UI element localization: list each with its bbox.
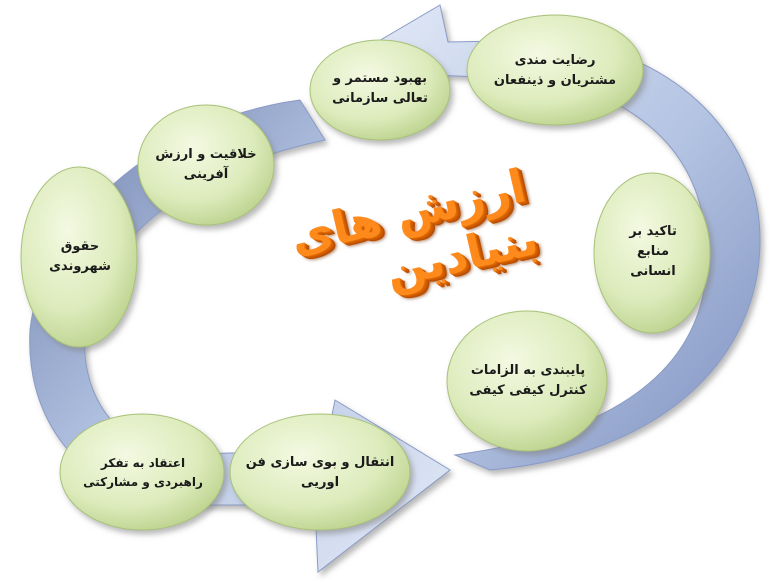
node-customer-satisfaction (466, 14, 644, 126)
node-human-resources (593, 172, 711, 334)
node-creativity (137, 104, 275, 226)
node-quality-control (446, 310, 608, 452)
node-continuous-improvement (309, 39, 451, 141)
upper-cycle-arrow (354, 4, 761, 471)
node-technology-transfer (229, 413, 411, 531)
node-participatory-leadership (59, 413, 225, 531)
node-citizenship-rights (20, 166, 138, 348)
